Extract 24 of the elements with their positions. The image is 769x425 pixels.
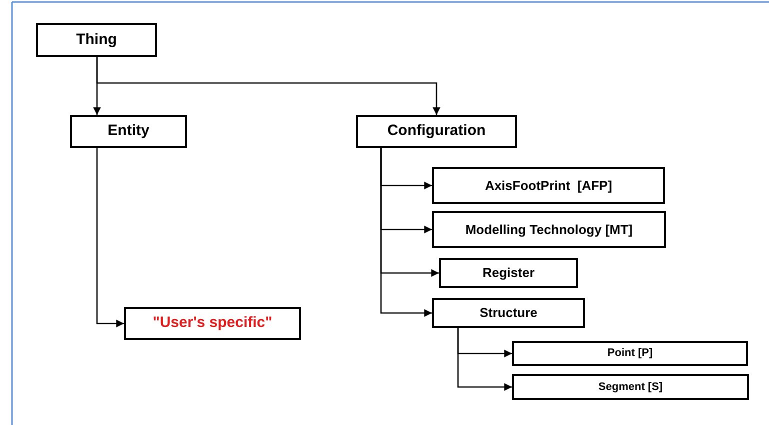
arrow [96,57,440,115]
box-label: Thing [76,30,117,50]
arrow [96,148,124,328]
arrow [457,328,512,391]
box-label: Register [482,264,535,282]
box-label: Modelling Technology [MT] [465,220,633,239]
box-label: Entity [108,121,150,142]
class-box [124,307,301,340]
class-box [432,298,585,328]
box-label: Segment [S] [598,380,663,395]
box-label: AxisFootPrint [AFP] [484,176,612,195]
arrow [380,148,432,317]
box-label: Point [P] [607,346,653,362]
box-label: Configuration [387,121,486,142]
class-box [439,258,578,288]
class-box [356,115,517,148]
class-box [36,23,157,57]
box-label: Structure [480,304,538,322]
class-box [432,211,666,248]
class-box [70,115,187,148]
class-box [432,167,665,204]
class-box [512,374,749,400]
class-box [512,341,748,366]
box-label: "User's specific" [152,313,272,334]
